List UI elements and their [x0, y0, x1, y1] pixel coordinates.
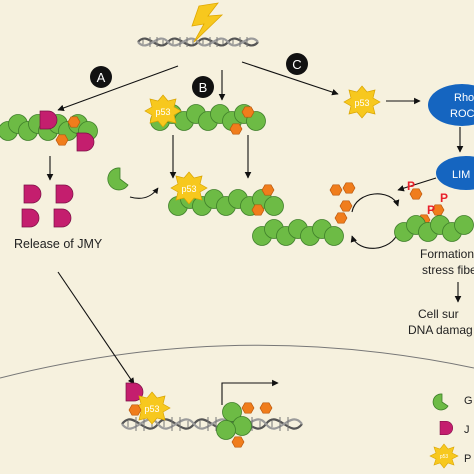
phosphate-hexagon: [229, 123, 243, 135]
phosphate-hexagon: [261, 184, 275, 196]
phosphate-hexagon: [67, 116, 81, 128]
arrow-jmy-to-nucleus: [57, 271, 135, 385]
svg-text:P: P: [464, 453, 471, 465]
legend-g-actin: G: [432, 393, 473, 411]
phosphate-hexagon: [55, 134, 69, 146]
pathway-b-badge: B: [192, 76, 214, 98]
nuclear-complex: p53: [125, 382, 171, 425]
pathway-c-badge: C: [286, 53, 308, 75]
svg-text:B: B: [199, 80, 208, 95]
release-jmy-label: Release of JMY: [14, 237, 103, 251]
svg-text:p53: p53: [181, 184, 196, 194]
svg-text:G: G: [464, 395, 473, 407]
svg-text:p53: p53: [144, 404, 159, 414]
arrow-to-pathway-c: [241, 61, 339, 96]
phosphate-hexagon: [329, 184, 343, 196]
svg-text:P: P: [407, 179, 415, 193]
phospho-p-labels: P P P: [407, 179, 448, 217]
phosphate-hexagon: [339, 200, 353, 212]
svg-text:P: P: [440, 191, 448, 205]
svg-text:p53: p53: [155, 107, 170, 117]
limk-ellipse: LIM: [436, 156, 474, 190]
dna-helix-top: [137, 37, 259, 47]
cell-survival-label-line1: Cell sur: [418, 307, 459, 321]
cell-survival-label-line2: DNA damag: [408, 323, 473, 337]
arrow-lim-to-cycle: [397, 177, 437, 192]
legend-p53: p53 P: [429, 443, 471, 469]
transcription-start-arrow: [221, 379, 279, 405]
lightning-bolt-icon: [191, 2, 224, 43]
svg-text:C: C: [292, 57, 301, 72]
svg-text:A: A: [97, 70, 106, 85]
nucleus-membrane: [0, 344, 474, 379]
svg-text:p53: p53: [440, 454, 449, 460]
p53-star-c: p53: [343, 85, 381, 119]
arrow-to-pathway-a: [57, 65, 179, 112]
phosphate-hexagon: [334, 212, 348, 224]
pathway-a-badge: A: [90, 66, 112, 88]
rho-rock-ellipse: Rho/ ROC: [428, 84, 474, 126]
actin-monomer-g: [107, 167, 129, 191]
svg-text:P: P: [427, 203, 435, 217]
phosphate-hexagon: [251, 204, 265, 216]
phosphate-hexagon: [241, 106, 255, 118]
arrow-monomer-to-filament: [129, 187, 159, 199]
p53-star-b2: p53: [170, 171, 208, 205]
legend-jmy: J: [439, 420, 470, 436]
p53-star-b1: p53: [144, 94, 182, 128]
svg-text:Rho/: Rho/: [454, 92, 474, 104]
formation-label-line2: stress fibe: [422, 263, 474, 277]
legend: G J p53 P: [429, 393, 473, 469]
svg-text:p53: p53: [354, 98, 369, 108]
svg-text:J: J: [464, 424, 470, 436]
formation-label-line1: Formation: [420, 247, 474, 261]
svg-text:LIM: LIM: [452, 169, 470, 181]
phosphate-hexagon: [342, 182, 356, 194]
svg-text:ROC: ROC: [450, 108, 474, 120]
